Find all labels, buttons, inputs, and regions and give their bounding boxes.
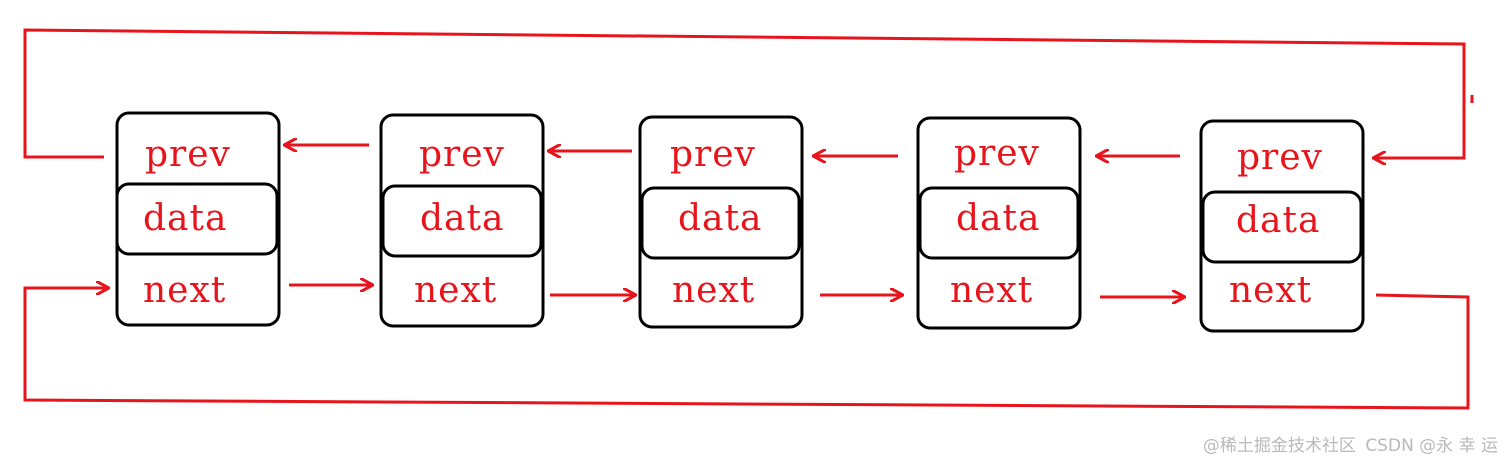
data-field-box: [918, 186, 1080, 260]
prev-label: prev: [1237, 137, 1323, 178]
data-field-box: [640, 186, 801, 260]
prev-label: prev: [419, 134, 505, 175]
prev-wraparound-arrow: [23, 28, 1466, 158]
prev-label: prev: [145, 134, 231, 175]
watermark: @稀土掘金技术社区 CSDN @永 幸 运: [1199, 431, 1498, 456]
data-label: data: [956, 198, 1040, 239]
prev-label: prev: [670, 134, 756, 175]
data-label: data: [143, 198, 227, 239]
node-5: prev data next: [1199, 119, 1365, 333]
next-label: next: [672, 270, 755, 311]
node-3: prev data next: [638, 115, 804, 329]
prev-label: prev: [954, 133, 1040, 174]
data-field-box: [381, 184, 543, 258]
watermark-line-2: CSDN @永 幸 运: [1365, 436, 1498, 456]
node-2: prev data next: [379, 113, 545, 328]
node-1: prev data next: [115, 111, 281, 327]
data-field-box: [1201, 190, 1363, 264]
data-label: data: [678, 198, 762, 239]
next-wraparound-arrow: [23, 288, 1470, 410]
next-label: next: [950, 270, 1033, 311]
data-field-box: [115, 182, 279, 256]
next-label: next: [1229, 270, 1312, 311]
node-4: prev data next: [916, 116, 1082, 330]
data-label: data: [420, 198, 504, 239]
data-label: data: [1236, 200, 1320, 241]
next-label: next: [143, 270, 226, 311]
watermark-line-1: @稀土掘金技术社区: [1202, 436, 1356, 456]
next-label: next: [414, 270, 497, 311]
